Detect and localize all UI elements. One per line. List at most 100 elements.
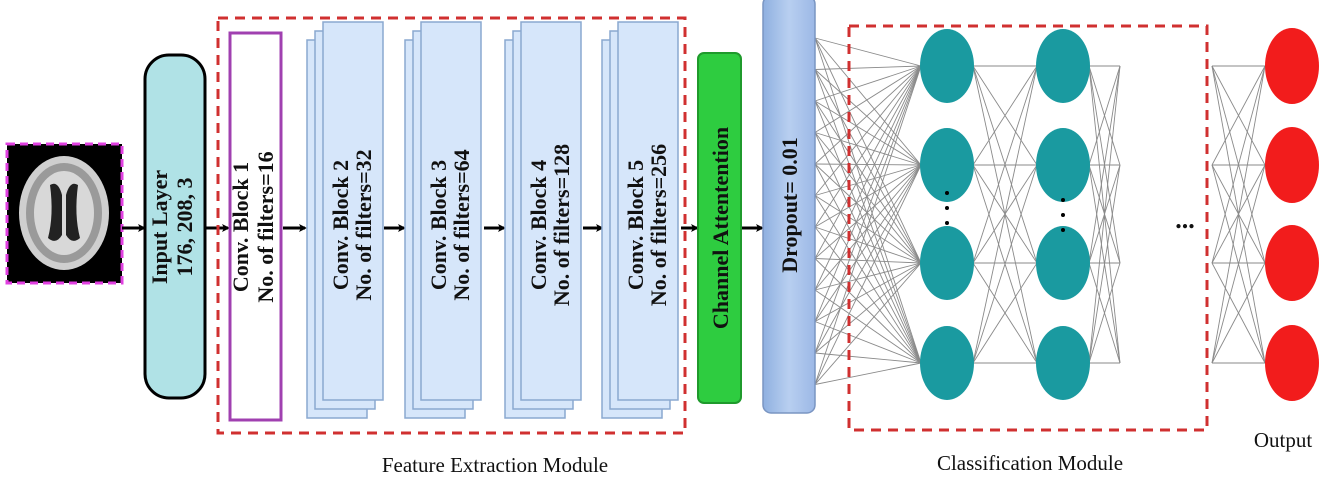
output-neuron [1265,127,1319,203]
input-layer-title: Input Layer [147,170,172,285]
conv-block-filters: No. of filters=16 [253,151,278,302]
connection [814,262,922,322]
connection [814,195,922,264]
connection [814,69,922,166]
connection [814,352,922,364]
conv-block-2: Conv. Block 2No. of filters=32 [306,21,384,419]
connection [972,65,1038,264]
connection [1088,65,1121,264]
vertical-ellipsis-dot [1061,213,1065,217]
classification-caption: Classification Module [937,451,1123,475]
connection [814,65,922,322]
connection [814,262,922,385]
hidden-neuron [920,29,974,103]
connection [814,226,922,364]
connection [814,164,922,228]
output-neuron [1265,325,1319,401]
connection [814,69,922,264]
connection [814,65,922,102]
conv-block-name: Conv. Block 1 [228,162,253,292]
feature-map-layer [420,21,482,401]
connection [1211,65,1266,166]
hidden-neuron [920,128,974,202]
connection [814,100,922,364]
connection [814,100,922,166]
connection [814,258,922,364]
connection [814,289,922,364]
hidden-neuron [920,326,974,400]
hidden-neuron [1036,29,1090,103]
connection [814,65,922,291]
connection [814,164,922,259]
connection [814,65,922,354]
conv-block-filters: No. of filters=32 [351,149,376,300]
connection [814,164,922,291]
conv-block-1: Conv. Block 1 No. of filters=16 [228,31,283,422]
input-layer: Input Layer 176, 208, 3 [143,53,207,400]
hidden-neuron [1036,226,1090,300]
connection [814,163,922,264]
layers-ellipsis: ... [1175,205,1195,234]
conv-block-3: Conv. Block 3No. of filters=64 [404,21,482,419]
input-layer-shape: 176, 208, 3 [172,178,197,277]
connection [972,65,1038,364]
feature-map-layer [617,21,679,401]
connection [972,262,1038,364]
feature-map-layer [520,21,582,401]
feature-extraction-caption: Feature Extraction Module [382,453,608,477]
hidden-neuron [920,226,974,300]
connection [814,164,922,322]
vertical-ellipsis-dot [945,221,949,225]
connection [1088,262,1121,364]
connection [814,164,922,354]
connection [1211,65,1266,264]
connection [814,65,922,165]
connection [1088,65,1121,364]
dropout-layer: Dropout= 0.01 [762,0,816,414]
vertical-ellipsis-dot [1061,198,1065,202]
vertical-ellipsis-dot [1061,228,1065,232]
connection [814,37,922,264]
dropout-label: Dropout= 0.01 [777,137,802,273]
vertical-ellipsis-dot [945,191,949,195]
brain-mri-image [5,142,124,285]
conv-block-5: Conv. Block 5No. of filters=256 [601,21,679,419]
output-neuron [1265,28,1319,104]
conv-block-filters: No. of filters=256 [646,144,671,306]
connection [1088,65,1121,166]
connection [1211,164,1266,364]
connection [814,164,922,385]
channel-attention: Channel Attentention [697,52,742,404]
conv-block-name: Conv. Block 2 [328,160,353,290]
connection [814,164,922,196]
network-edges [814,37,1266,385]
connection [814,163,922,364]
connection [972,65,1038,166]
connection [814,226,922,264]
connection [814,37,922,364]
classification-module-box [847,24,1209,432]
connection [814,69,922,364]
connection [972,164,1038,364]
connection [814,100,922,264]
conv-block-4: Conv. Block 4No. of filters=128 [504,21,582,419]
connection [1211,65,1266,364]
connection [814,65,922,228]
connection [814,37,922,166]
conv-block-name: Conv. Block 4 [526,160,551,290]
connection [814,132,922,364]
connection [814,37,922,67]
connection [814,258,922,264]
output-caption: Output [1254,428,1313,452]
connection [814,65,922,196]
output-neuron [1265,225,1319,301]
hidden-neuron [1036,326,1090,400]
connection [814,65,922,259]
channel-attention-label: Channel Attentention [708,127,733,329]
connection [1211,262,1266,364]
feature-map-layer [322,21,384,401]
connection [814,132,922,264]
conv-block-filters: No. of filters=64 [449,149,474,300]
conv-block-filters: No. of filters=128 [549,144,574,306]
